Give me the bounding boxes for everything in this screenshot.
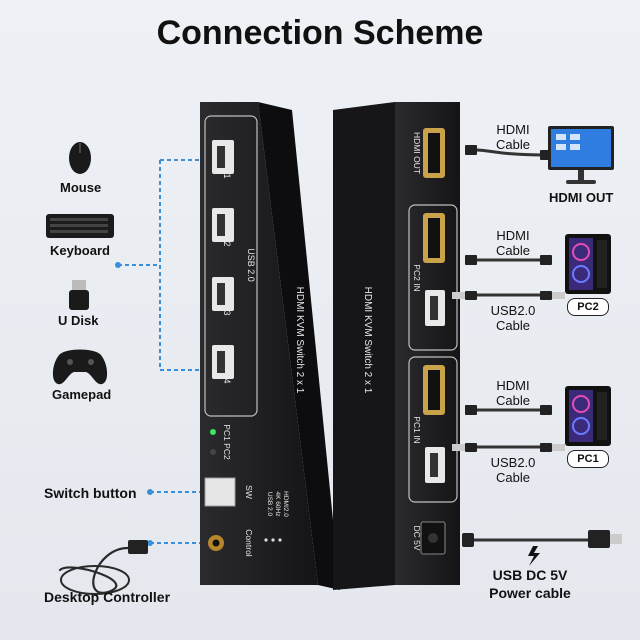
keyboard-icon xyxy=(46,214,114,238)
cable-label-line: HDMI xyxy=(496,122,530,137)
pc2-led xyxy=(210,449,216,455)
mouse-label: Mouse xyxy=(60,180,102,195)
spec-line: 4K 60Hz xyxy=(274,492,281,517)
hdmi-cable-label-2: HDMI Cable xyxy=(486,228,540,258)
pc1-tower-icon xyxy=(565,386,611,446)
pc1-in-label: PC1 IN xyxy=(412,416,422,443)
cables xyxy=(58,148,592,594)
usb-disk-icon xyxy=(69,280,89,310)
left-model-label: HDMI KVM Switch 2 x 1 xyxy=(294,287,305,394)
page-title: Connection Scheme xyxy=(156,14,484,52)
pc2-in-label: PC2 IN xyxy=(412,264,422,291)
power-cable-label: USB DC 5V Power cable xyxy=(480,566,580,602)
kvm-front-panel xyxy=(200,102,342,590)
switch-button-label: Switch button xyxy=(44,485,137,501)
hdmi-cable-label-1: HDMI Cable xyxy=(486,122,540,152)
hdmi-out-label: HDMI OUT xyxy=(412,132,422,174)
cable-label-line: HDMI xyxy=(496,228,530,243)
switch-button xyxy=(204,477,236,507)
desktop-controller-label: Desktop Controller xyxy=(44,589,171,605)
cable-label-line: HDMI xyxy=(496,378,530,393)
usb-panel-label: USB 2.0 xyxy=(246,248,256,282)
cable-plugs xyxy=(128,145,610,554)
power-label-line: Power cable xyxy=(489,585,571,601)
spec-line: USB 2.0 xyxy=(266,492,273,517)
cable-label-line: Cable xyxy=(496,318,530,333)
pc2-badge: PC2 xyxy=(567,298,609,316)
cable-label-line: USB2.0 xyxy=(490,455,536,470)
dc-label: DC 5V xyxy=(412,525,422,550)
gamepad-label: Gamepad xyxy=(52,387,112,402)
mouse-icon xyxy=(69,142,91,174)
usb-port-label: 2 xyxy=(222,241,232,246)
hdmi-cable-label-3: HDMI Cable xyxy=(486,378,540,408)
usb-cable-label-2: USB2.0 Cable xyxy=(484,303,542,333)
monitor-icon xyxy=(548,126,614,184)
usb-port-label: 3 xyxy=(222,310,232,315)
usb-port-label: 1 xyxy=(222,173,232,178)
cable-label-line: Cable xyxy=(496,243,530,258)
udisk-label: U Disk xyxy=(58,313,99,328)
power-label-line: USB DC 5V xyxy=(492,567,568,583)
cable-label-line: Cable xyxy=(496,137,530,152)
pc1-badge: PC1 xyxy=(567,450,609,468)
keyboard-label: Keyboard xyxy=(50,243,110,258)
sw-label: SW xyxy=(244,485,254,499)
right-model-label: HDMI KVM Switch 2 x 1 xyxy=(362,287,373,394)
pc-led-label: PC1 PC2 xyxy=(222,424,232,460)
usb-port-label: 4 xyxy=(222,378,232,383)
usb-cable-label-3: USB2.0 Cable xyxy=(484,455,542,485)
cable-label-line: Cable xyxy=(496,393,530,408)
pc1-led xyxy=(210,429,216,435)
cable-label-line: Cable xyxy=(496,470,530,485)
control-label: Control xyxy=(244,529,254,557)
usb-dashed-connectors xyxy=(118,159,205,544)
monitor-label: HDMI OUT xyxy=(549,190,614,205)
connector-dot xyxy=(115,262,121,268)
cable-label-line: USB2.0 xyxy=(490,303,536,318)
power-bolt-icon xyxy=(528,546,540,566)
kvm-rear-panel xyxy=(333,102,460,590)
desktop-controller-icon xyxy=(60,565,130,595)
pc2-tower-icon xyxy=(565,234,611,294)
spec-line: HDMI2.0 xyxy=(282,491,289,517)
gamepad-icon xyxy=(52,349,108,385)
